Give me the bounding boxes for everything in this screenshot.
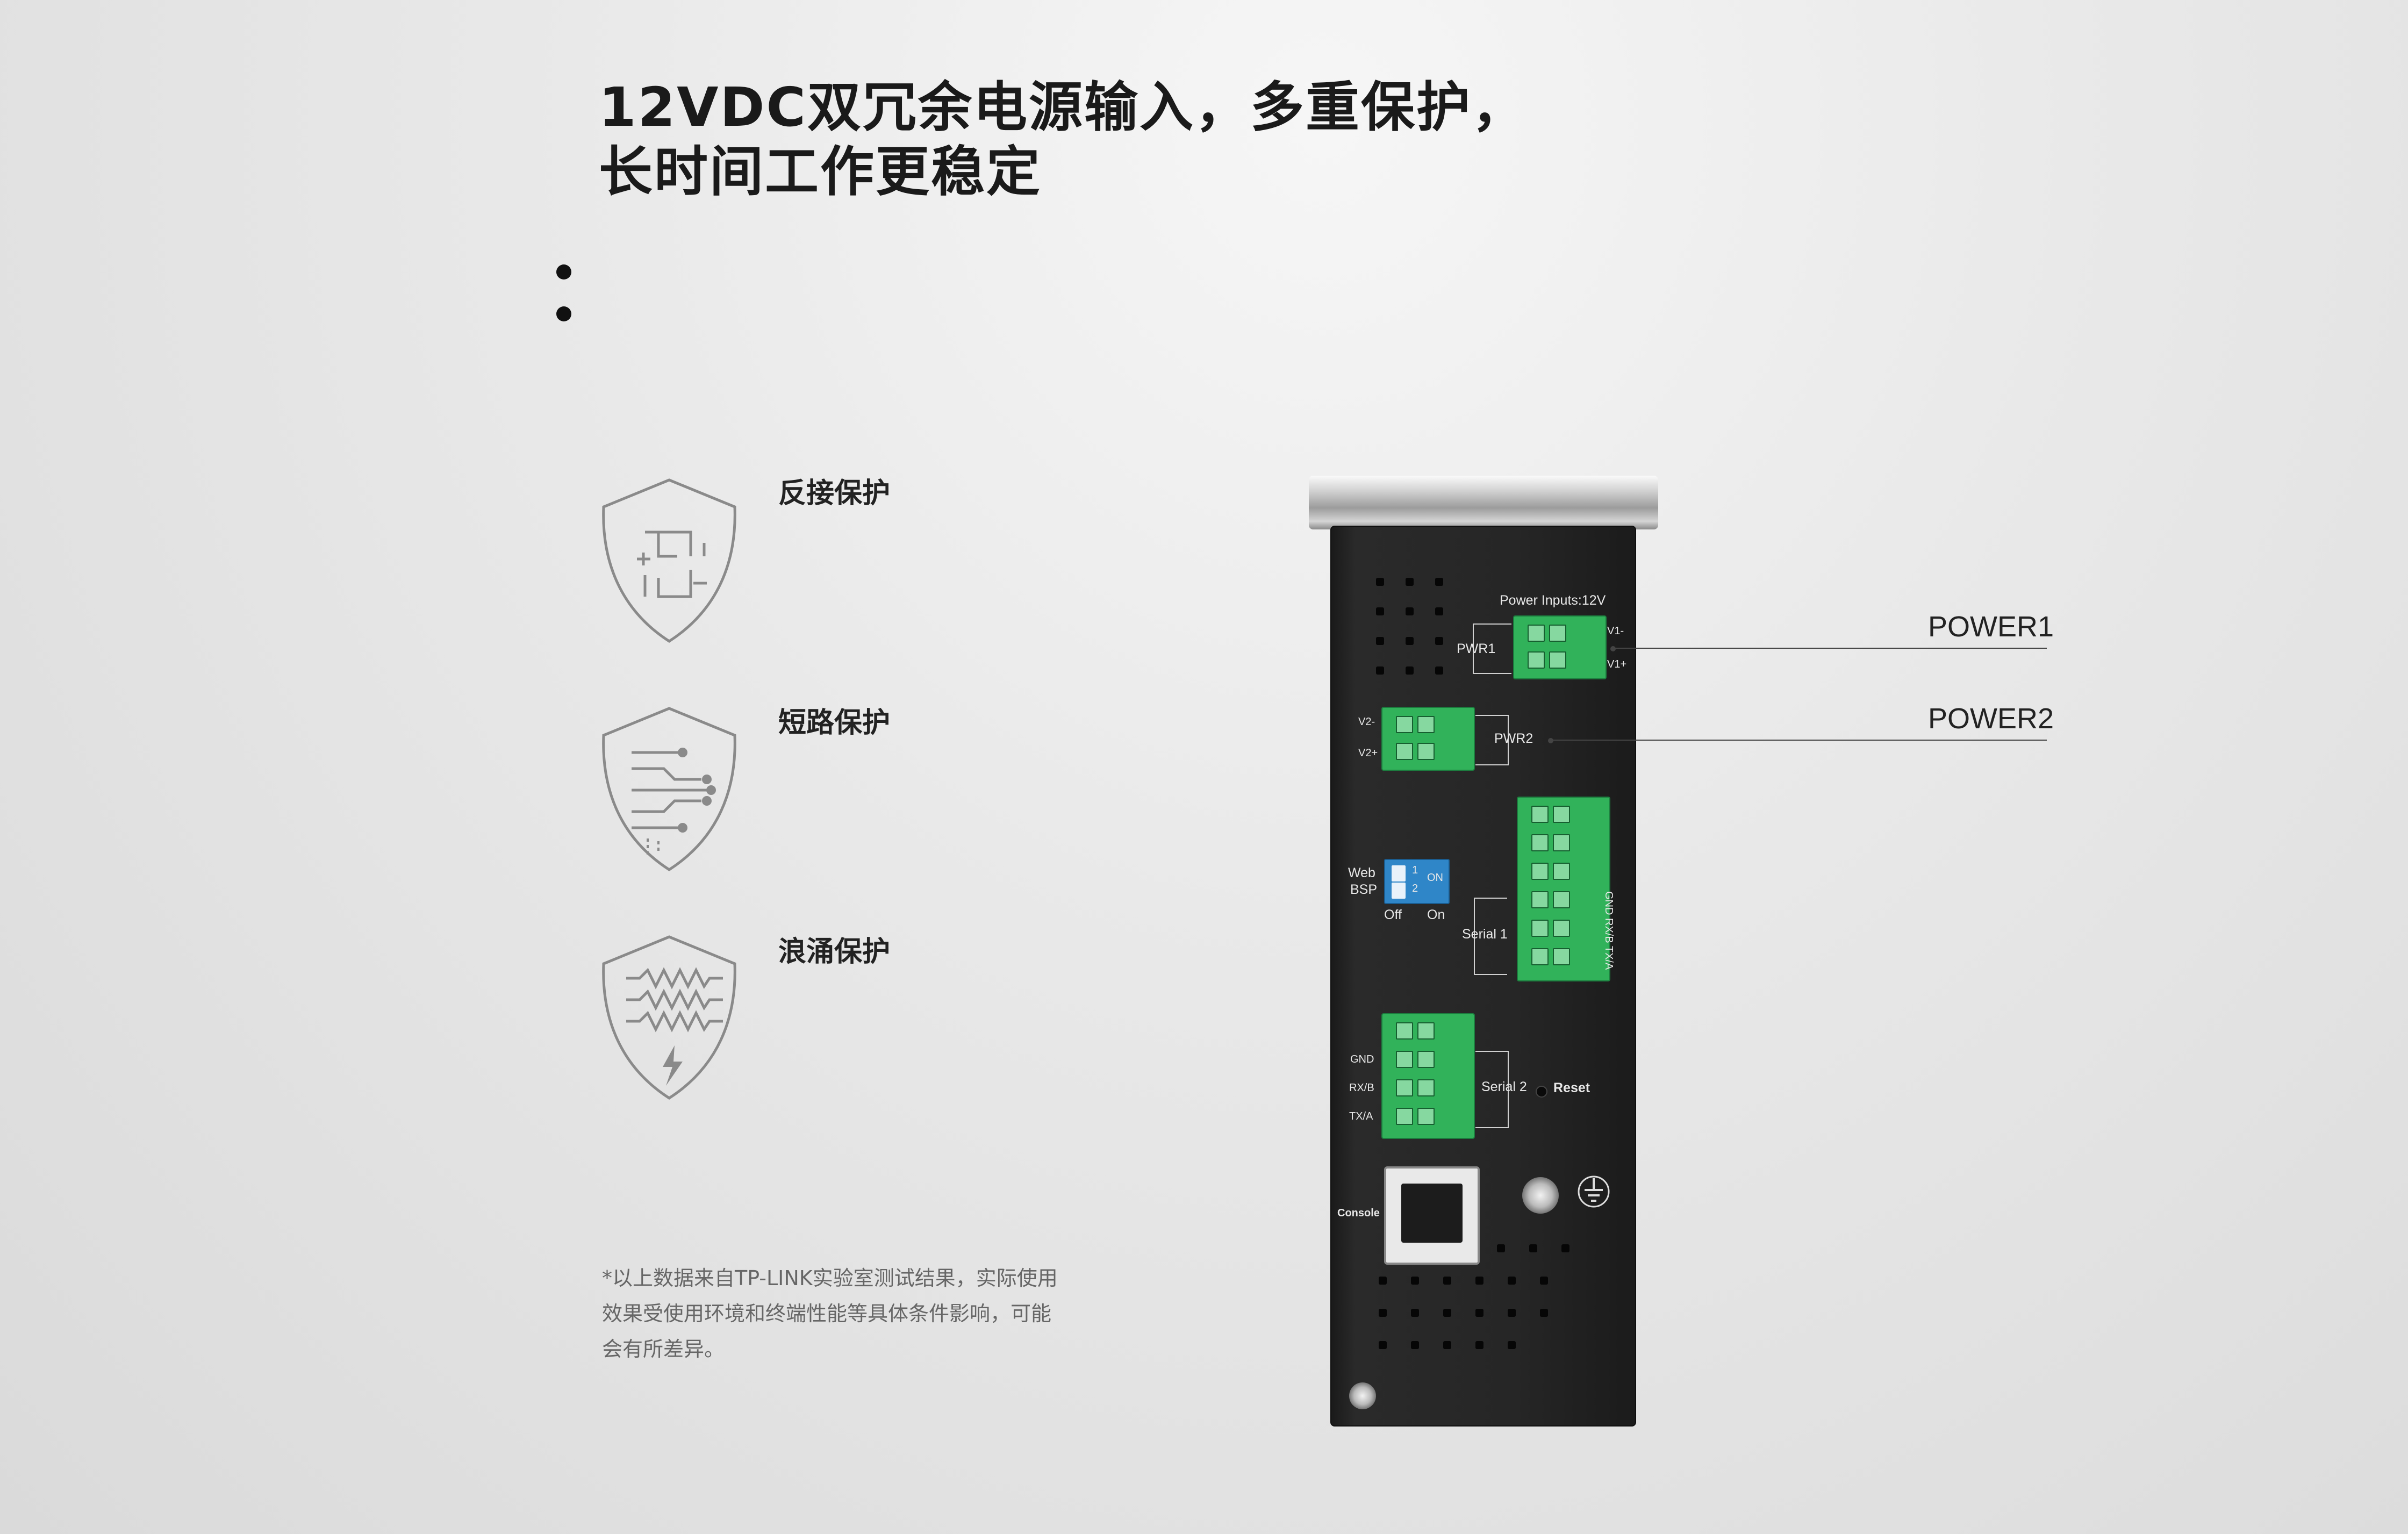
vent-grid-top — [1376, 578, 1446, 685]
serial1-pins-label: GND RX/B TX/A — [1603, 891, 1615, 970]
feature-title-surge: 浪涌保护 — [778, 936, 891, 968]
v1-plus-label: V1+ — [1607, 658, 1627, 670]
on-label: On — [1427, 907, 1445, 922]
dip-on-label: ON — [1427, 872, 1443, 884]
din-rail — [1309, 476, 1658, 529]
serial2-bracket — [1475, 1051, 1509, 1128]
pwr1-bracket — [1473, 623, 1511, 674]
bsp-label: BSP — [1350, 882, 1378, 897]
footnote-line: 效果受使用环境和终端性能等具体条件影响，可能 — [602, 1302, 1052, 1325]
headline-line1: 12VDC双冗余电源输入，多重保护， — [599, 76, 1527, 139]
feature-title-reverse: 反接保护 — [778, 477, 891, 510]
callout-dot — [1610, 646, 1616, 651]
v2-plus-label: V2+ — [1358, 747, 1378, 759]
off-label: Off — [1384, 907, 1402, 922]
power-inputs-label: Power Inputs:12V — [1500, 593, 1606, 608]
bottom-screw-icon — [1349, 1382, 1376, 1409]
v2-minus-label: V2- — [1358, 716, 1375, 728]
footnote-line: *以上数据来自TP-LINK实验室测试结果，实际使用 — [602, 1266, 1058, 1290]
v1-minus-label: V1- — [1607, 625, 1624, 637]
vent-grid-bottom — [1379, 1244, 1572, 1352]
reverse-polarity-shield-icon — [602, 478, 736, 643]
serial2-txa-label: TX/A — [1349, 1110, 1373, 1122]
ground-screw-icon — [1522, 1177, 1559, 1214]
callout-dot — [1548, 738, 1553, 743]
serial2-rxb-label: RX/B — [1349, 1082, 1374, 1094]
reset-button[interactable] — [1536, 1086, 1547, 1098]
footnote-line: 会有所差异。 — [602, 1337, 725, 1361]
footnote: *以上数据来自TP-LINK实验室测试结果，实际使用 效果受使用环境和终端性能等… — [602, 1260, 1161, 1367]
headline-line2: 长时间工作更稳定 — [599, 140, 1042, 203]
pwr2-terminal — [1381, 707, 1475, 771]
surge-shield-icon — [602, 935, 736, 1100]
headline: 12VDC双冗余电源输入，多重保护， 长时间工作更稳定 — [599, 75, 1527, 204]
short-circuit-shield-icon — [602, 707, 736, 871]
power2-callout-label: POWER2 — [1928, 703, 2054, 735]
pwr1-terminal — [1513, 615, 1607, 679]
console-label: Console — [1337, 1207, 1380, 1219]
pwr2-label: PWR2 — [1494, 731, 1533, 746]
reset-label: Reset — [1553, 1080, 1590, 1095]
serial2-terminal — [1381, 1013, 1475, 1139]
console-port[interactable] — [1384, 1166, 1480, 1265]
bullet-dot — [556, 306, 571, 321]
serial1-label: Serial 1 — [1462, 927, 1508, 942]
pwr2-bracket — [1475, 715, 1509, 765]
pwr1-label: PWR1 — [1457, 641, 1496, 656]
ground-symbol-icon — [1578, 1175, 1610, 1208]
serial2-label: Serial 2 — [1481, 1079, 1527, 1094]
power1-callout-label: POWER1 — [1928, 611, 2054, 643]
dip-switch[interactable]: 1 2 ON — [1384, 859, 1450, 904]
power1-callout-line — [1612, 648, 2047, 649]
dip-1-label: 1 — [1412, 864, 1418, 876]
bullet-dot — [556, 264, 571, 279]
serial1-bracket — [1474, 898, 1507, 975]
dip-2-label: 2 — [1412, 883, 1418, 894]
power2-callout-line — [1551, 740, 2047, 741]
feature-title-short: 短路保护 — [778, 707, 891, 739]
web-label: Web — [1348, 865, 1375, 880]
serial1-terminal — [1517, 797, 1610, 981]
serial2-gnd-label: GND — [1350, 1053, 1374, 1065]
